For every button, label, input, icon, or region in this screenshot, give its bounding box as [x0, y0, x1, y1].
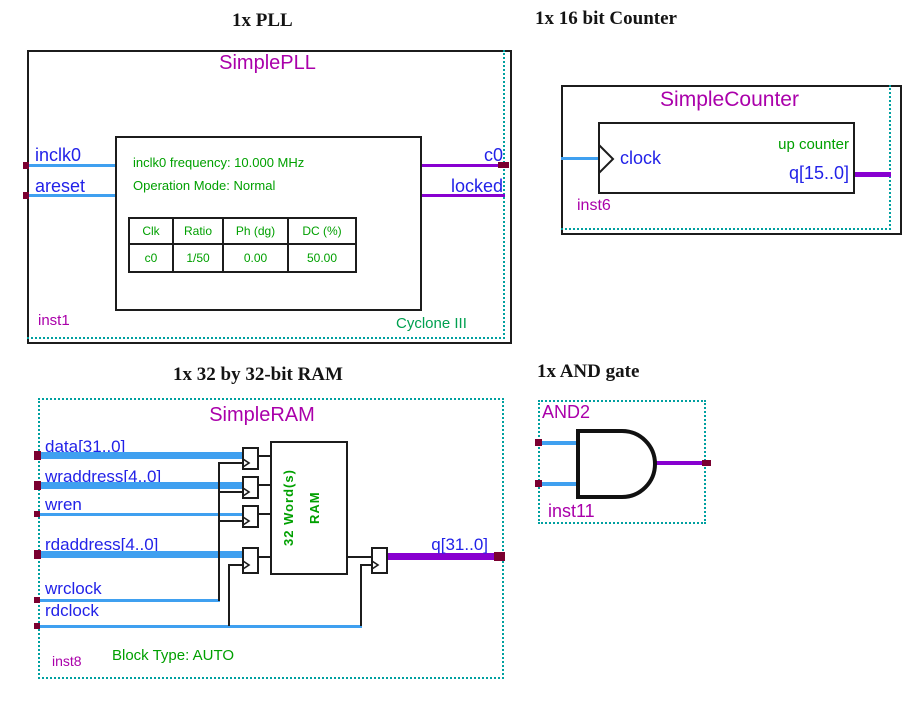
wire-inclk0[interactable] — [27, 164, 115, 167]
clock-chevron-icon — [371, 560, 380, 570]
pll-port-label-locked: locked — [450, 176, 503, 196]
counter-symbol-name[interactable]: SimpleCounter — [660, 88, 799, 111]
net-wrclock[interactable] — [218, 462, 243, 601]
ram-port-label-wren: wren — [45, 495, 82, 514]
pll-section-title[interactable]: 1x PLL — [232, 10, 293, 31]
pll-parameter-table: Clk Ratio Ph (dg) DC (%) c0 1/50 0.00 50… — [128, 217, 357, 273]
clock-chevron-icon — [242, 516, 251, 526]
counter-port-label-clock: clock — [620, 148, 662, 168]
ram-block-type-note: Block Type: AUTO — [112, 647, 234, 664]
register-symbol-rdaddress — [242, 547, 259, 574]
wire-c0[interactable] — [422, 164, 505, 167]
bus-rdaddress[interactable] — [38, 551, 243, 558]
pin-dot-areset — [23, 192, 29, 199]
table-header-clk: Clk — [128, 217, 174, 245]
counter-mode-note: up counter — [778, 136, 849, 153]
net-rdclock-branch[interactable] — [360, 564, 372, 626]
and-gate-shape[interactable] — [576, 429, 657, 499]
table-header-duty: DC (%) — [287, 217, 357, 245]
counter-port-label-q: q[15..0] — [788, 163, 849, 183]
wire-and-input-1[interactable] — [539, 441, 579, 445]
wire-and-output[interactable] — [655, 461, 707, 465]
pin-dot-wrclock — [34, 597, 40, 603]
pll-port-label-inclk0: inclk0 — [35, 145, 82, 165]
ram-symbol-name[interactable]: SimpleRAM — [209, 404, 315, 426]
pll-frequency-note: inclk0 frequency: 10.000 MHz — [133, 155, 305, 170]
pll-mode-note: Operation Mode: Normal — [133, 178, 276, 193]
table-cell-phase: 0.00 — [222, 243, 289, 273]
clock-chevron-icon — [242, 458, 251, 468]
wire-rdclock[interactable] — [38, 625, 362, 628]
ram-core-box — [270, 441, 348, 575]
pin-end-c0 — [498, 162, 509, 168]
table-cell-ratio: 1/50 — [172, 243, 224, 273]
wire-areset[interactable] — [27, 194, 115, 197]
pin-dot-and-in1 — [535, 439, 542, 446]
pin-dot-rdclock — [34, 623, 40, 629]
pin-dot-inclk0 — [23, 162, 29, 169]
and-symbol-name[interactable]: AND2 — [542, 402, 591, 422]
bus-data[interactable] — [38, 452, 243, 459]
wire-wren[interactable] — [38, 513, 243, 516]
wire-and-input-2[interactable] — [539, 482, 579, 486]
ram-port-label-data: data[31..0] — [45, 437, 126, 456]
ram-port-label-rdclock: rdclock — [45, 601, 99, 620]
and-instance-label[interactable]: inst11 — [548, 501, 595, 521]
ram-port-label-wraddress: wraddress[4..0] — [45, 467, 162, 486]
pin-dot-wraddress — [34, 481, 41, 490]
register-symbol-output — [371, 547, 388, 574]
ram-port-label-wrclock: wrclock — [45, 579, 102, 598]
pll-port-label-c0: c0 — [483, 145, 503, 165]
table-header-phase: Ph (dg) — [222, 217, 289, 245]
and-section-title[interactable]: 1x AND gate — [537, 361, 640, 382]
ram-instance-label[interactable]: inst8 — [52, 653, 82, 669]
table-header-ratio: Ratio — [172, 217, 224, 245]
ram-port-label-rdaddress: rdaddress[4..0] — [45, 535, 159, 554]
pin-dot-rdaddress — [34, 550, 41, 559]
pll-instance-label[interactable]: inst1 — [38, 312, 70, 329]
wire-counter-clock[interactable] — [561, 157, 598, 160]
clock-chevron-icon — [242, 560, 251, 570]
pll-parameter-box — [115, 136, 422, 311]
bus-ram-q[interactable] — [387, 553, 500, 560]
clock-chevron-icon — [242, 487, 251, 497]
clock-edge-triangle — [598, 142, 615, 176]
table-cell-clk: c0 — [128, 243, 174, 273]
bus-wraddress[interactable] — [38, 482, 243, 489]
wire-locked[interactable] — [422, 194, 505, 197]
pll-port-label-areset: areset — [35, 176, 86, 196]
net-rdclock-branch[interactable] — [228, 564, 243, 626]
wire-counter-q-bus[interactable] — [855, 172, 891, 177]
counter-selection-outline — [561, 85, 891, 230]
pin-dot-wren — [34, 511, 40, 517]
counter-symbol-border[interactable] — [561, 85, 902, 235]
pll-symbol-name[interactable]: SimplePLL — [219, 52, 316, 74]
counter-section-title[interactable]: 1x 16 bit Counter — [535, 8, 677, 29]
ram-section-title[interactable]: 1x 32 by 32-bit RAM — [173, 364, 343, 385]
pll-device-label: Cyclone III — [396, 315, 467, 332]
counter-instance-label[interactable]: inst6 — [577, 197, 611, 214]
pin-end-and-output — [702, 460, 711, 466]
ram-symbol-border[interactable] — [38, 398, 504, 679]
pin-end-ram-q — [494, 552, 505, 561]
wire-wrclock[interactable] — [38, 599, 220, 602]
pin-dot-data — [34, 451, 41, 460]
table-cell-duty: 50.00 — [287, 243, 357, 273]
ram-port-label-q: q[31..0] — [431, 535, 488, 554]
pin-dot-and-in2 — [535, 480, 542, 487]
